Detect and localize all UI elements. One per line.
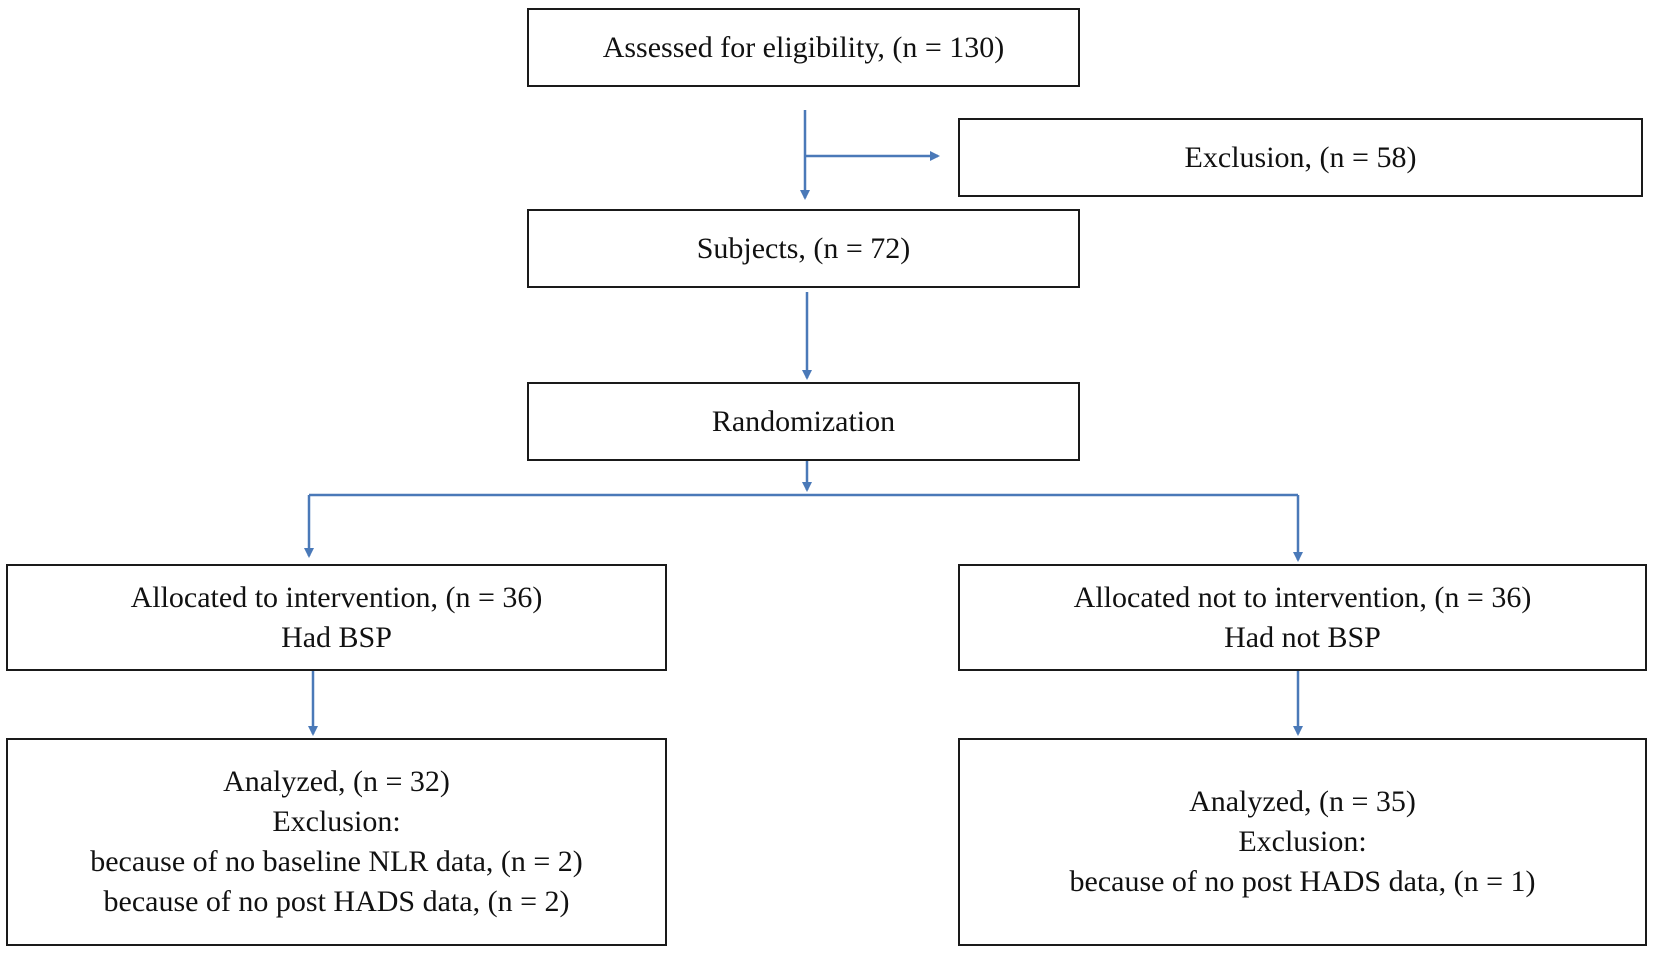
- randomization-label: Randomization: [711, 404, 896, 438]
- analyzed-intervention-line: because of no post HADS data, (n = 2): [103, 885, 570, 918]
- exclusion-label: Exclusion, (n = 58): [1184, 140, 1417, 174]
- randomization-box: Randomization: [527, 382, 1080, 461]
- allocated-not-intervention-line: Had not BSP: [1224, 620, 1381, 654]
- assessed-label: Assessed for eligibility, (n = 130): [602, 30, 1005, 64]
- assessed-for-eligibility-box: Assessed for eligibility, (n = 130): [527, 8, 1080, 87]
- analyzed-not-intervention-line: because of no post HADS data, (n = 1): [1069, 865, 1536, 898]
- allocated-intervention-line: Allocated to intervention, (n = 36): [130, 580, 543, 614]
- analyzed-intervention-line: Analyzed, (n = 32): [223, 765, 450, 798]
- analyzed-intervention-line: Exclusion:: [272, 805, 401, 838]
- exclusion-box: Exclusion, (n = 58): [958, 118, 1643, 197]
- analyzed-intervention-box: Analyzed, (n = 32) Exclusion: because of…: [6, 738, 667, 946]
- analyzed-not-intervention-box: Analyzed, (n = 35) Exclusion: because of…: [958, 738, 1647, 946]
- analyzed-not-intervention-line: Exclusion:: [1238, 825, 1367, 858]
- allocated-intervention-box: Allocated to intervention, (n = 36) Had …: [6, 564, 667, 671]
- subjects-label: Subjects, (n = 72): [696, 231, 911, 265]
- analyzed-not-intervention-line: Analyzed, (n = 35): [1189, 785, 1416, 818]
- subjects-box: Subjects, (n = 72): [527, 209, 1080, 288]
- allocated-not-intervention-box: Allocated not to intervention, (n = 36) …: [958, 564, 1647, 671]
- allocated-intervention-line: Had BSP: [281, 620, 392, 654]
- analyzed-intervention-line: because of no baseline NLR data, (n = 2): [90, 845, 583, 878]
- allocated-not-intervention-line: Allocated not to intervention, (n = 36): [1073, 580, 1532, 614]
